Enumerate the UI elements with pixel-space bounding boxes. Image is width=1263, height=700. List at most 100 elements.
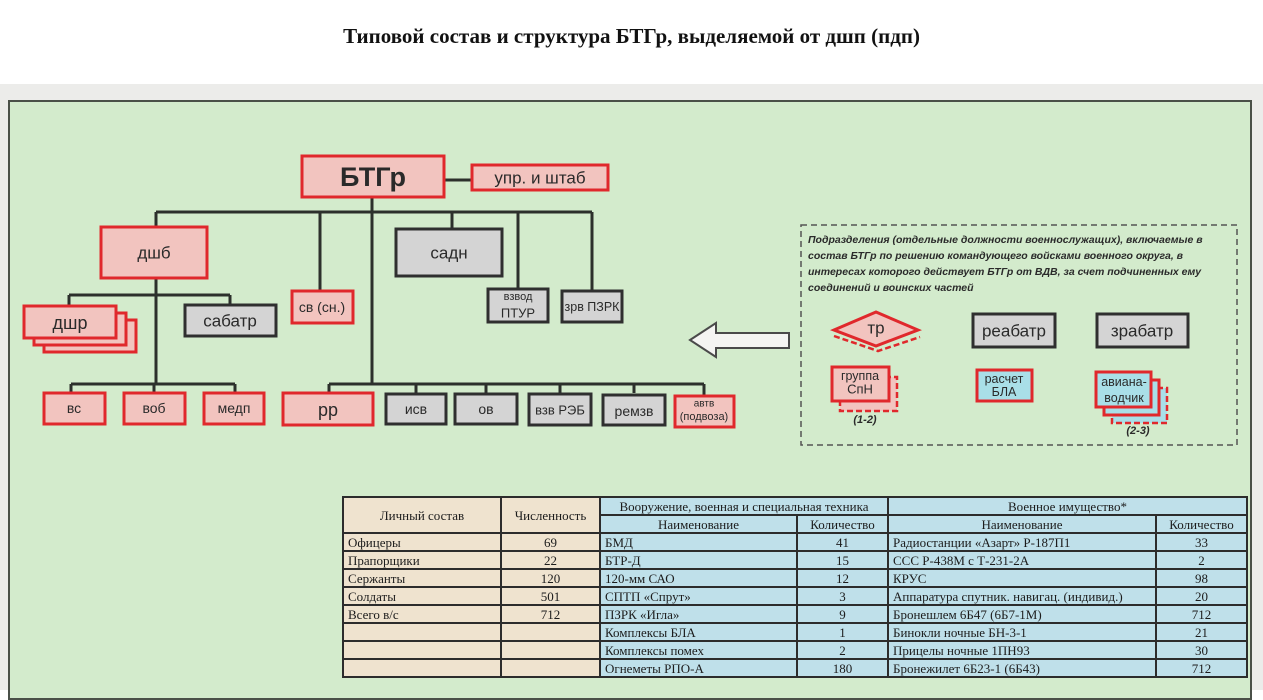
table-header-row-1: Личный состав Численность Вооружение, во… bbox=[342, 496, 1248, 534]
property-name-cell: Бинокли ночные БН-3-1 bbox=[887, 622, 1157, 642]
weapon-qty-cell: 1 bbox=[796, 622, 889, 642]
personnel-name-cell bbox=[342, 658, 502, 678]
node-btgr[interactable]: БТГр bbox=[300, 154, 446, 199]
header-property: Военное имущество* bbox=[887, 496, 1248, 516]
header-property-qty: Количество bbox=[1155, 514, 1248, 534]
weapon-qty-cell: 180 bbox=[796, 658, 889, 678]
property-qty-cell: 98 bbox=[1155, 568, 1248, 588]
node-vzvod-ptur-label-1: взвод bbox=[504, 291, 533, 303]
node-remzv[interactable]: ремзв bbox=[601, 393, 667, 427]
personnel-name-cell: Офицеры bbox=[342, 532, 502, 552]
weapon-name-cell: БМД bbox=[599, 532, 798, 552]
node-remzv-label: ремзв bbox=[615, 403, 654, 419]
weapon-name-cell: 120-мм САО bbox=[599, 568, 798, 588]
node-reabatr-label: реабатр bbox=[982, 322, 1046, 341]
attachable-units-note: Подразделения (отдельные должности военн… bbox=[808, 234, 1203, 294]
property-qty-cell: 21 bbox=[1155, 622, 1248, 642]
node-gruppa-spn-label-1: группа bbox=[841, 369, 879, 383]
property-qty-cell: 712 bbox=[1155, 658, 1248, 678]
page-title: Типовой состав и структура БТГр, выделяе… bbox=[343, 24, 920, 48]
property-qty-cell: 2 bbox=[1155, 550, 1248, 570]
node-reabatr[interactable]: реабатр bbox=[971, 312, 1057, 349]
node-sadn-label: садн bbox=[430, 244, 467, 263]
node-hq-label: упр. и штаб bbox=[494, 169, 586, 188]
personnel-name-cell: Солдаты bbox=[342, 586, 502, 606]
node-zrabatr-label: зрабатр bbox=[1111, 322, 1173, 341]
node-vzvod-ptur[interactable]: взвод ПТУР bbox=[486, 287, 550, 324]
node-hq[interactable]: упр. и штаб bbox=[470, 163, 610, 192]
node-dshb[interactable]: дшб bbox=[99, 225, 209, 280]
node-medp-label: медп bbox=[218, 400, 251, 416]
weapon-qty-cell: 2 bbox=[796, 640, 889, 660]
node-tr[interactable]: тр bbox=[830, 310, 922, 353]
node-sadn[interactable]: садн bbox=[394, 227, 504, 278]
personnel-value-cell bbox=[500, 622, 601, 642]
header-weapons-name: Наименование bbox=[599, 514, 798, 534]
node-vs-label: вс bbox=[67, 400, 81, 416]
weapon-qty-cell: 15 bbox=[796, 550, 889, 570]
node-rr[interactable]: рр bbox=[281, 391, 375, 427]
node-gruppa-spn[interactable]: группа СпН (1-2) bbox=[830, 365, 899, 426]
weapon-name-cell: Комплексы помех bbox=[599, 640, 798, 660]
header-weapons-qty: Количество bbox=[796, 514, 889, 534]
node-zrabatr[interactable]: зрабатр bbox=[1095, 312, 1190, 349]
node-avtv[interactable]: автв (подвоза) bbox=[673, 394, 736, 429]
node-raschet-bla-label-1: расчет bbox=[985, 372, 1024, 386]
node-sabatr-label: сабатр bbox=[203, 312, 257, 331]
node-sv-label: св (сн.) bbox=[299, 299, 345, 315]
node-raschet-bla[interactable]: расчет БЛА bbox=[975, 368, 1034, 403]
node-sabatr[interactable]: сабатр bbox=[183, 303, 278, 338]
table-header-row-2: Наименование Количество Наименование Кол… bbox=[343, 514, 1248, 534]
node-isv-label: исв bbox=[405, 401, 427, 417]
weapon-qty-cell: 12 bbox=[796, 568, 889, 588]
weapon-name-cell: Огнеметы РПО-А bbox=[599, 658, 798, 678]
node-rr-label: рр bbox=[318, 400, 338, 420]
header-property-name: Наименование bbox=[887, 514, 1157, 534]
node-dshr-stack[interactable]: дшр bbox=[22, 304, 138, 354]
attachable-units-box bbox=[800, 224, 1238, 446]
node-avianavodchik-count: (2-3) bbox=[1126, 425, 1150, 437]
weapon-qty-cell: 9 bbox=[796, 604, 889, 624]
weapon-name-cell: ПЗРК «Игла» bbox=[599, 604, 798, 624]
personnel-value-cell: 501 bbox=[500, 586, 601, 606]
node-raschet-bla-label-2: БЛА bbox=[992, 385, 1017, 399]
node-vs[interactable]: вс bbox=[42, 391, 107, 426]
node-medp[interactable]: медп bbox=[202, 391, 266, 426]
node-avianavodchik-label-1: авиана- bbox=[1101, 375, 1147, 389]
personnel-value-cell bbox=[500, 640, 601, 660]
node-isv[interactable]: исв bbox=[384, 392, 448, 426]
node-gruppa-spn-count: (1-2) bbox=[853, 414, 877, 426]
node-avianavodchik-stack[interactable]: авиана- водчик (2-3) bbox=[1094, 370, 1169, 437]
node-vob[interactable]: воб bbox=[122, 391, 187, 426]
personnel-name-cell bbox=[342, 622, 502, 642]
node-zrv-pzrk[interactable]: зрв ПЗРК bbox=[560, 289, 624, 324]
personnel-name-cell: Всего в/с bbox=[342, 604, 502, 624]
weapon-name-cell: БТР-Д bbox=[599, 550, 798, 570]
connector-lines bbox=[67, 178, 706, 395]
property-name-cell: Бронешлем 6Б47 (6Б7-1М) bbox=[887, 604, 1157, 624]
node-btgr-label: БТГр bbox=[340, 162, 406, 192]
property-name-cell: Бронежилет 6Б23-1 (6Б43) bbox=[887, 658, 1157, 678]
weapon-qty-cell: 3 bbox=[796, 586, 889, 606]
node-ov[interactable]: ов bbox=[453, 392, 519, 426]
node-vzv-reb[interactable]: взв РЭБ bbox=[527, 392, 593, 427]
node-avtv-label-1: автв bbox=[694, 399, 715, 410]
weapon-qty-cell: 41 bbox=[796, 532, 889, 552]
node-vzv-reb-label: взв РЭБ bbox=[535, 403, 585, 418]
node-vzvod-ptur-label-2: ПТУР bbox=[501, 306, 535, 321]
property-qty-cell: 712 bbox=[1155, 604, 1248, 624]
node-zrv-pzrk-label: зрв ПЗРК bbox=[565, 300, 621, 314]
personnel-value-cell: 22 bbox=[500, 550, 601, 570]
node-tr-label: тр bbox=[867, 319, 884, 338]
arrow-left-icon bbox=[688, 321, 790, 359]
node-ov-label: ов bbox=[478, 401, 493, 417]
node-sv[interactable]: св (сн.) bbox=[290, 289, 355, 325]
property-name-cell: Радиостанции «Азарт» Р-187П1 bbox=[887, 532, 1157, 552]
